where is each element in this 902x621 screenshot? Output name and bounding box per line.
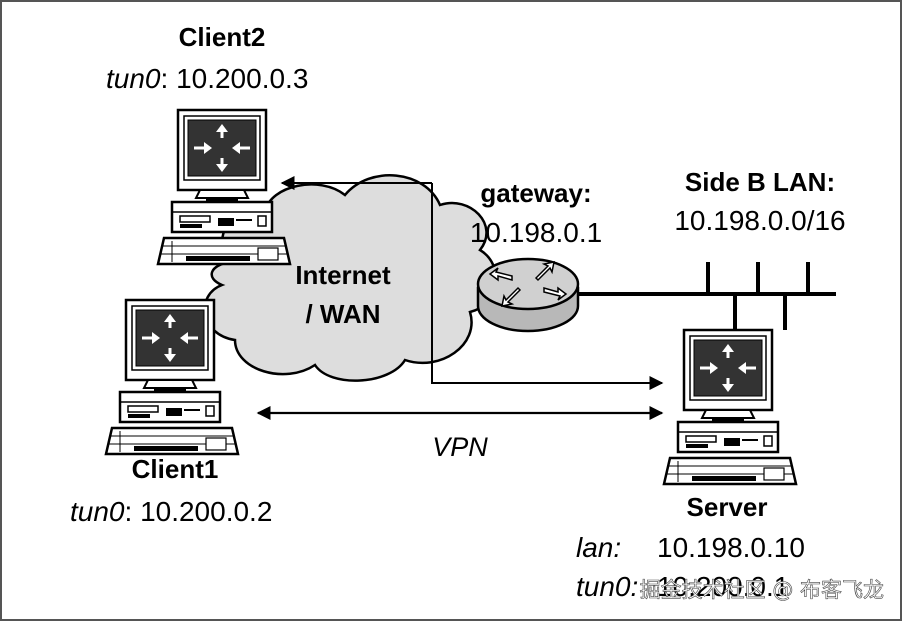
gateway-name: gateway:	[480, 178, 591, 208]
gateway-addr: 10.198.0.1	[470, 217, 602, 248]
vpn-label: VPN	[432, 432, 488, 462]
client1-address: tun0: 10.200.0.2	[70, 496, 272, 527]
side-b-lan-name: Side B LAN:	[685, 167, 835, 197]
internet-route-to-server	[431, 183, 664, 390]
watermark-text: 掘金技术社区 @ 布客飞龙	[640, 578, 884, 602]
client2-addr: 10.200.0.3	[176, 63, 308, 94]
server-lan-addr: 10.198.0.10	[657, 532, 805, 563]
server-tun-iface: tun0:	[576, 571, 638, 602]
router-icon	[476, 257, 580, 333]
cloud-line1: Internet	[295, 260, 391, 290]
lan-bus	[578, 262, 836, 330]
server-lan-iface: lan:	[576, 532, 621, 563]
client2-iface: tun0	[106, 63, 161, 94]
client2-address: tun0: 10.200.0.3	[106, 63, 308, 94]
client1-iface: tun0	[70, 496, 125, 527]
client2-addr-colon: :	[161, 63, 169, 94]
side-b-lan-addr: 10.198.0.0/16	[674, 205, 845, 236]
client1-addr: 10.200.0.2	[140, 496, 272, 527]
server-computer-icon	[662, 328, 798, 486]
server-name: Server	[687, 492, 768, 522]
cloud-line2: / WAN	[305, 299, 380, 329]
client1-addr-colon: :	[125, 496, 133, 527]
server-tun-addr: 10.200.0.1	[657, 571, 789, 602]
client2-computer-icon	[156, 108, 292, 266]
client1-name: Client1	[132, 454, 219, 484]
client2-name: Client2	[179, 22, 266, 52]
